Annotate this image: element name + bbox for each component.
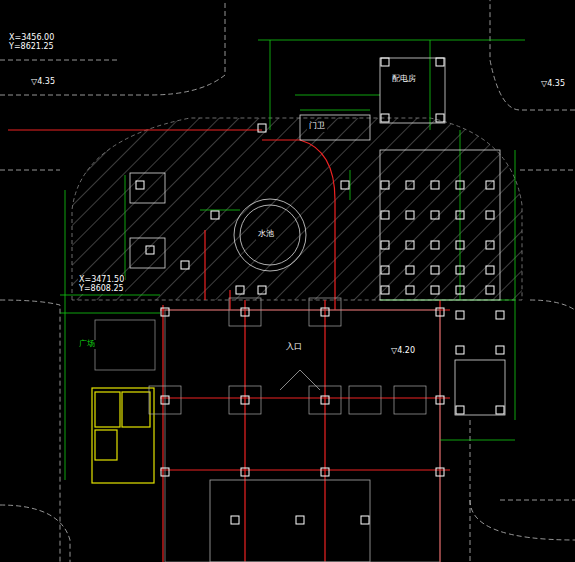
column <box>436 468 444 476</box>
column <box>241 308 249 316</box>
column <box>406 241 414 249</box>
column <box>431 181 439 189</box>
column <box>321 308 329 316</box>
hatched-area <box>72 118 522 300</box>
column <box>456 266 464 274</box>
column <box>296 516 304 524</box>
drawing-note: X=3456.00 <box>8 34 55 43</box>
building-outline <box>92 388 154 483</box>
column <box>161 396 169 404</box>
column <box>361 516 369 524</box>
dimension-lines <box>60 40 525 480</box>
column <box>136 181 144 189</box>
column <box>241 396 249 404</box>
column <box>321 396 329 404</box>
drawing-note: Y=8621.25 <box>8 43 55 52</box>
footing <box>394 386 426 414</box>
drawing-note: ▽4.35 <box>540 80 566 89</box>
footing <box>149 386 181 414</box>
structure-name: 水池 <box>258 230 274 239</box>
structure-label: 水池 <box>256 229 276 240</box>
column <box>431 241 439 249</box>
column <box>181 261 189 269</box>
drawing-note: X=3471.50 <box>78 276 125 285</box>
column <box>436 58 444 66</box>
footing <box>229 386 261 414</box>
drawing-note: Y=8608.25 <box>78 285 125 294</box>
structure-name: 配电房 <box>392 75 416 84</box>
axis-lines <box>8 130 450 562</box>
column <box>456 311 464 319</box>
column <box>406 286 414 294</box>
column <box>381 211 389 219</box>
column <box>211 211 219 219</box>
column <box>341 181 349 189</box>
column <box>406 181 414 189</box>
drawing-note: 入口 <box>285 343 303 352</box>
footing <box>349 386 381 414</box>
column <box>381 266 389 274</box>
column <box>241 468 249 476</box>
column <box>161 468 169 476</box>
column <box>381 286 389 294</box>
column <box>431 266 439 274</box>
column <box>436 396 444 404</box>
footing <box>229 298 261 326</box>
column <box>236 286 244 294</box>
column <box>381 114 389 122</box>
column <box>486 266 494 274</box>
structure-label: 门卫 <box>307 121 327 132</box>
drawing-note: ▽4.20 <box>390 347 416 356</box>
column <box>456 406 464 414</box>
column <box>496 311 504 319</box>
column <box>486 181 494 189</box>
column <box>436 114 444 122</box>
column <box>381 181 389 189</box>
structures <box>95 58 505 562</box>
column-grid <box>136 58 504 524</box>
column <box>406 211 414 219</box>
column <box>381 58 389 66</box>
footing <box>309 298 341 326</box>
column <box>146 246 154 254</box>
column <box>486 241 494 249</box>
column <box>456 286 464 294</box>
column <box>456 211 464 219</box>
drawing-note: 广场 <box>78 340 96 349</box>
column <box>456 346 464 354</box>
column <box>486 286 494 294</box>
column <box>436 308 444 316</box>
structure-label: 配电房 <box>390 74 418 85</box>
column <box>258 124 266 132</box>
column <box>456 181 464 189</box>
column <box>258 286 266 294</box>
column <box>496 346 504 354</box>
column <box>496 406 504 414</box>
column <box>431 211 439 219</box>
structure-name: 门卫 <box>309 122 325 131</box>
column <box>231 516 239 524</box>
column <box>381 241 389 249</box>
column <box>161 308 169 316</box>
drawing-note: ▽4.35 <box>30 78 56 87</box>
column <box>321 468 329 476</box>
column <box>486 211 494 219</box>
column <box>456 241 464 249</box>
column <box>406 266 414 274</box>
footing <box>309 386 341 414</box>
column <box>431 286 439 294</box>
